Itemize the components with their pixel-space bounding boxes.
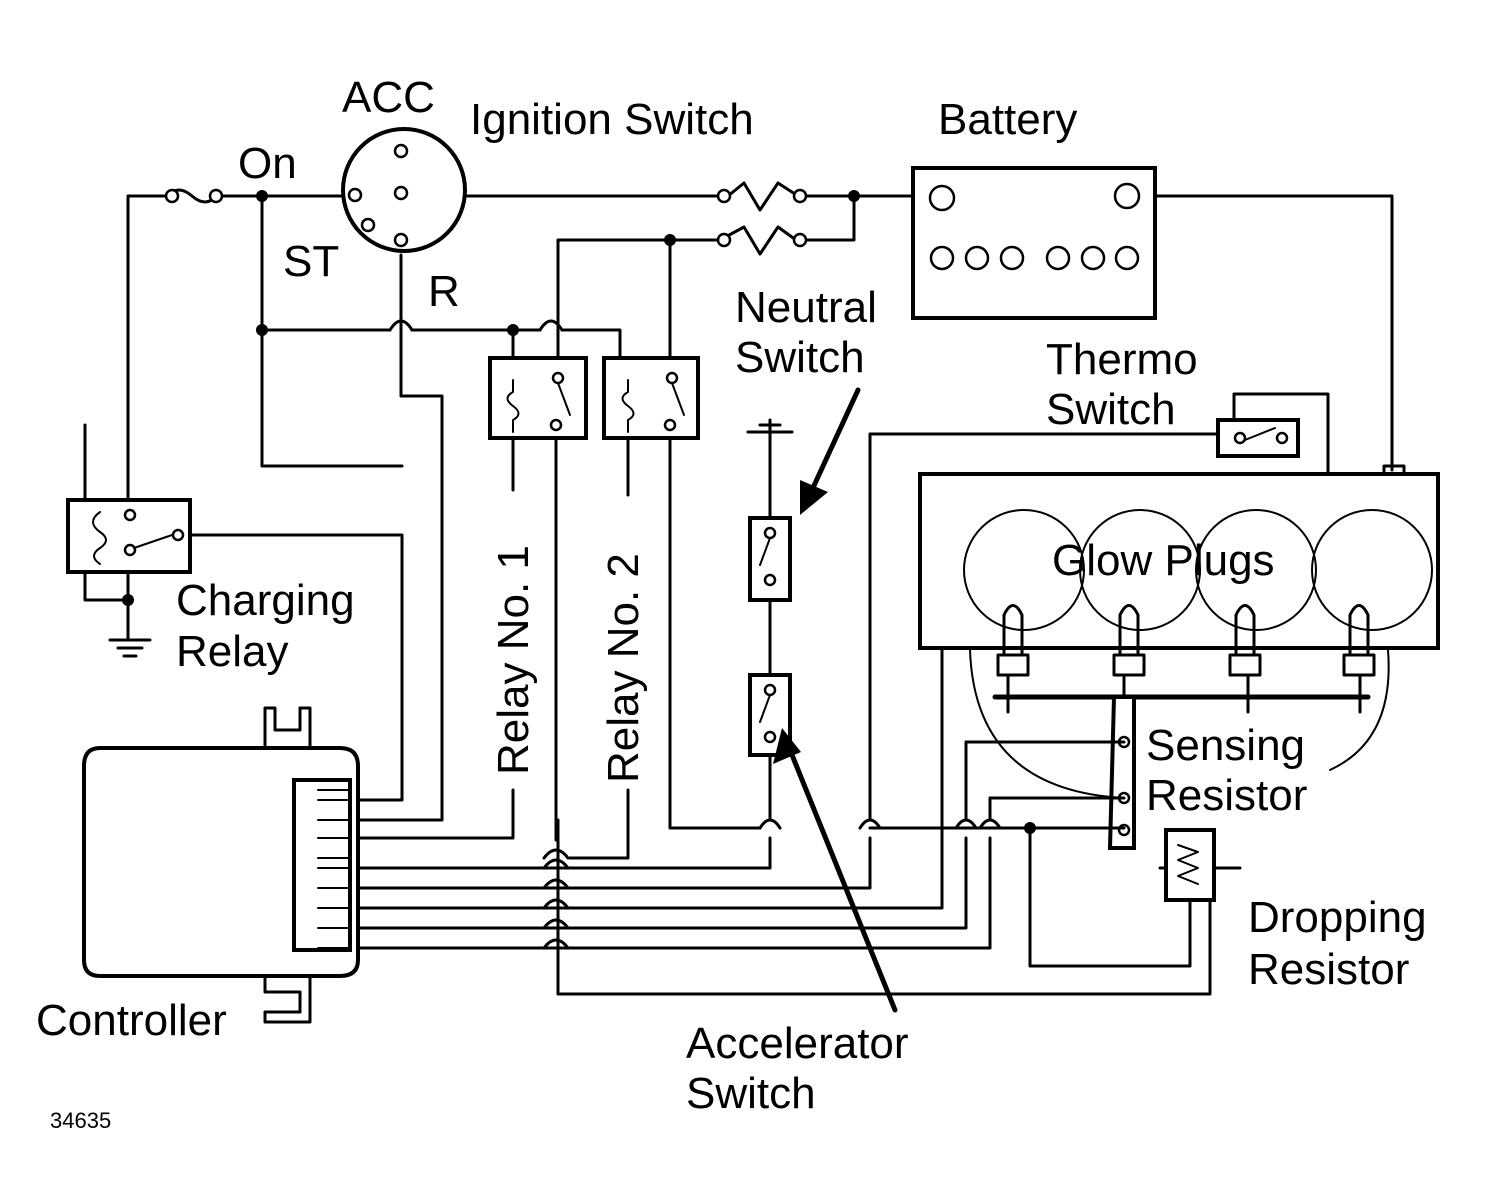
accelerator-switch-label-2: Switch (686, 1069, 816, 1118)
neutral-switch-label-1: Neutral (735, 283, 877, 332)
charging-relay-label-1: Charging (176, 576, 355, 625)
controller-label: Controller (36, 996, 227, 1045)
accelerator-switch-label-1: Accelerator (686, 1019, 909, 1068)
glow-plugs-label: Glow Plugs (1052, 536, 1275, 585)
bus-crossings (542, 848, 570, 950)
dropping-resistor (1158, 828, 1242, 902)
thermo-switch-label-1: Thermo (1046, 335, 1198, 384)
ignition-switch-label: Ignition Switch (470, 95, 754, 144)
accelerator-switch-arrow (773, 728, 898, 1013)
neutral-switch-arrow (800, 387, 861, 515)
top-wiring (126, 181, 1394, 822)
thermo-switch-label-2: Switch (1046, 385, 1176, 434)
engine-block (918, 464, 1440, 650)
on-label: On (238, 139, 297, 188)
figure-number: 34635 (50, 1108, 111, 1133)
acc-label: ACC (342, 73, 435, 122)
st-label: ST (283, 237, 339, 286)
relay-no-2 (602, 356, 700, 440)
dropping-resistor-label-2: Resistor (1248, 945, 1409, 994)
junction-dots (122, 190, 1036, 834)
fusible-links (716, 188, 808, 248)
controller (82, 706, 360, 1024)
labels: ACC Ignition Switch Battery On ST R Neut… (36, 73, 1427, 1133)
relay-output-wires (316, 436, 762, 860)
sensing-resistor (1107, 695, 1136, 850)
charging-relay-label-2: Relay (176, 627, 289, 676)
battery (911, 166, 1157, 320)
sensing-resistor-label-1: Sensing (1146, 721, 1305, 770)
glow-plugs (992, 604, 1376, 714)
ignition-switch (341, 127, 467, 253)
thermo-switch (316, 392, 1330, 890)
engine-lower-wires (316, 648, 1390, 996)
fuse (164, 188, 224, 204)
battery-label: Battery (938, 95, 1077, 144)
relay-no-1-label: Relay No. 1 (489, 545, 538, 775)
neutral-switch (746, 418, 794, 677)
dropping-resistor-label-1: Dropping (1248, 893, 1427, 942)
neutral-switch-label-2: Switch (735, 333, 865, 382)
relay-no-1 (488, 356, 588, 440)
sensing-resistor-label-2: Resistor (1146, 771, 1307, 820)
r-label: R (428, 267, 460, 316)
relay-no-2-label: Relay No. 2 (599, 553, 648, 783)
